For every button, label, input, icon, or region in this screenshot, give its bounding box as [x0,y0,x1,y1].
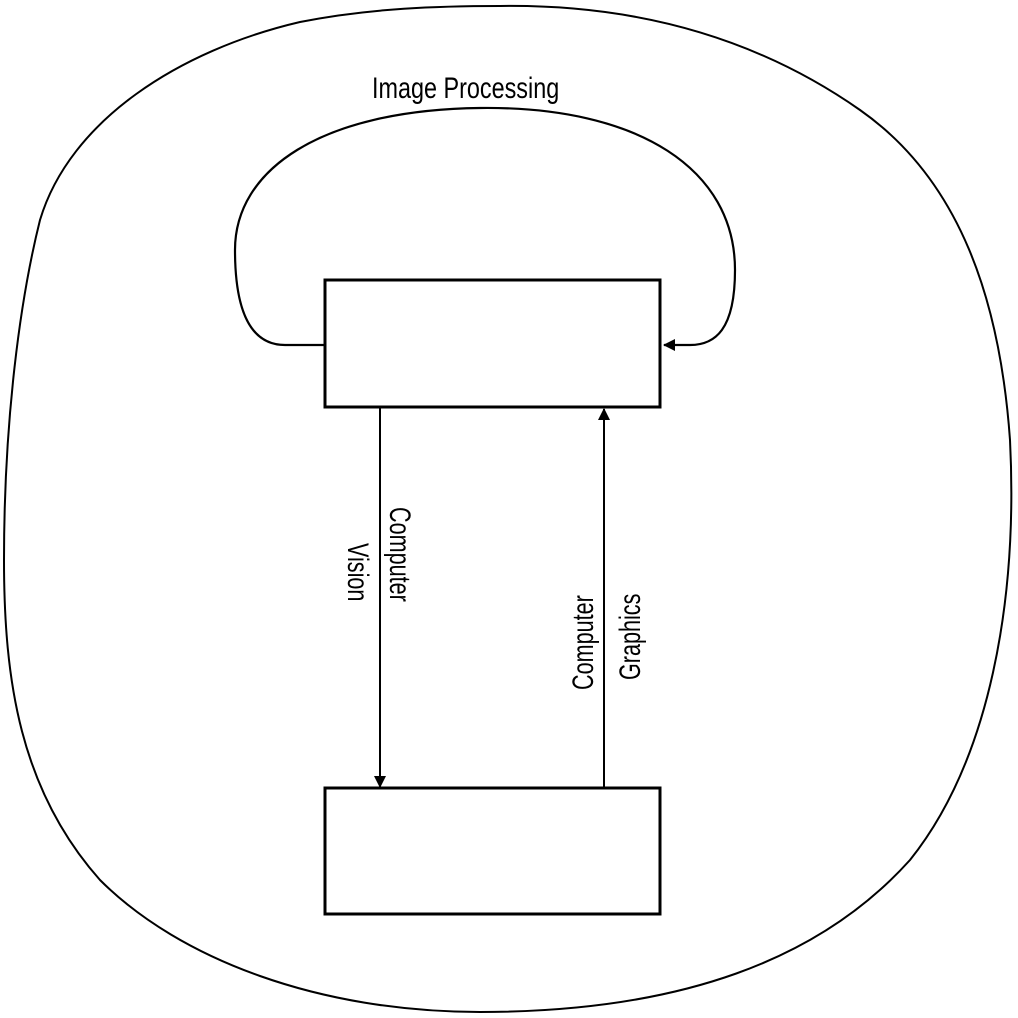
vision-label-line1: Computer [383,507,417,602]
vision-label-line2: Vision [341,543,375,601]
graphics-label-line2: Graphics [612,594,646,680]
image-processing-boundary [2,4,1013,1014]
self-loop-edge [233,106,737,351]
image-processing-label: Image Processing [372,71,559,104]
top-node-box [323,278,662,409]
bottom-node-box [323,786,662,916]
graphics-label-line1: Computer [565,595,599,690]
